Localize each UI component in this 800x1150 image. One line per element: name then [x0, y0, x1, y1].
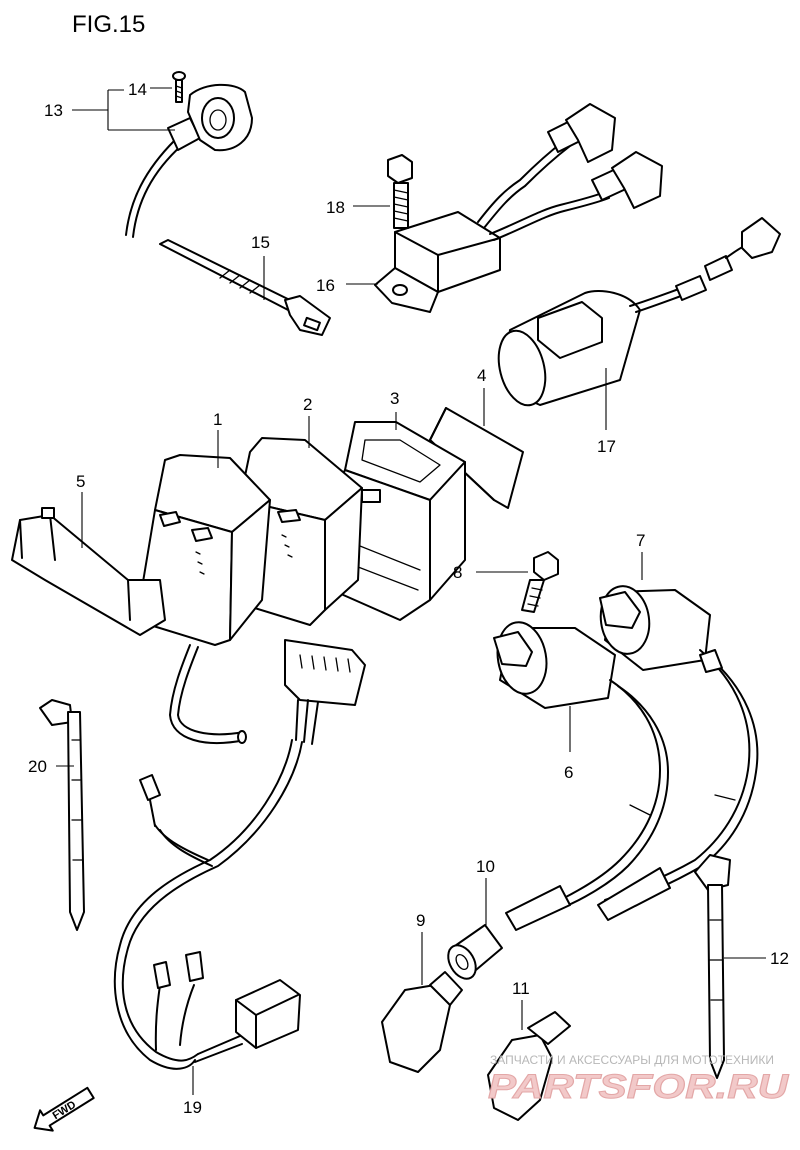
- part-16-module: [374, 103, 663, 313]
- part-20-cable-tie: [39, 699, 85, 931]
- part-15-cable-tie: [159, 239, 331, 336]
- callout-3: 3: [390, 389, 399, 408]
- callout-5: 5: [76, 472, 85, 491]
- part-12-cable-tie: [694, 854, 731, 1079]
- part-4-pad: [429, 407, 524, 509]
- watermark: ЗАПЧАСТИ И АКСЕССУАРЫ ДЛЯ МОТОТЕХНИКИ PA…: [488, 1053, 791, 1107]
- callout-1: 1: [213, 410, 222, 429]
- part-14-screw: [172, 71, 186, 103]
- part-1-cdi-unit: [139, 454, 271, 744]
- fwd-arrow: FWD: [33, 1086, 95, 1132]
- watermark-tagline: ЗАПЧАСТИ И АКСЕССУАРЫ ДЛЯ МОТОТЕХНИКИ: [490, 1053, 774, 1067]
- callout-19: 19: [183, 1098, 202, 1117]
- callout-16: 16: [316, 276, 335, 295]
- callout-labels: 13 14 15 16 18 17 4 3 2 1 5 7 8 6 20 10 …: [28, 80, 789, 1117]
- callout-10: 10: [476, 857, 495, 876]
- callout-14: 14: [128, 80, 147, 99]
- part-5-rubber-band: [11, 507, 166, 636]
- callout-4: 4: [477, 366, 486, 385]
- watermark-logo: PARTSFOR.RU: [488, 1068, 790, 1106]
- callout-17: 17: [597, 437, 616, 456]
- part-19-wiring-harness: [113, 639, 366, 1070]
- part-9-plug-cap: [381, 971, 463, 1073]
- callout-11: 11: [512, 979, 530, 998]
- leader-lines: [56, 87, 766, 1095]
- callout-7: 7: [636, 531, 645, 550]
- part-18-bolt: [387, 154, 413, 229]
- part-8-bolt: [521, 551, 559, 613]
- callout-18: 18: [326, 198, 345, 217]
- part-17-capacitor: [497, 217, 781, 407]
- callout-20: 20: [28, 757, 47, 776]
- callout-8: 8: [453, 563, 462, 582]
- callout-15: 15: [251, 233, 270, 252]
- callout-2: 2: [303, 395, 312, 414]
- part-13-clamp-cable: [125, 83, 253, 238]
- part-7-ignition-coil: [597, 585, 759, 921]
- callout-9: 9: [416, 911, 425, 930]
- part-10-grommet: [447, 924, 503, 980]
- callout-13: 13: [44, 101, 63, 120]
- figure-title: FIG.15: [72, 11, 145, 38]
- part-6-ignition-coil: [493, 621, 669, 931]
- part-11-plug-cap: [487, 1011, 571, 1121]
- callout-12: 12: [770, 949, 789, 968]
- callout-6: 6: [564, 763, 573, 782]
